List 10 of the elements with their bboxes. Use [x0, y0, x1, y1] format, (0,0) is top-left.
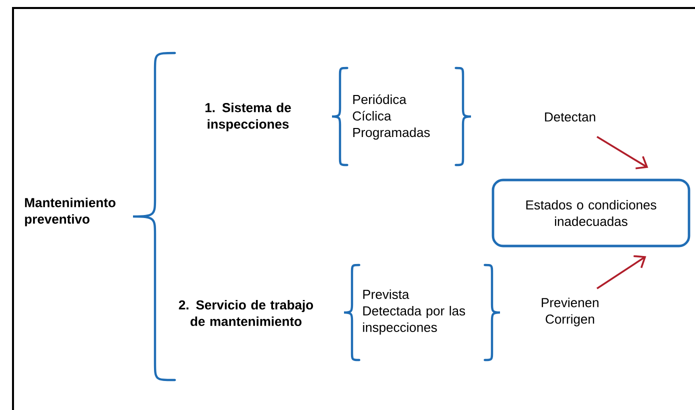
label-text: Previenen Corrigen	[542, 298, 598, 326]
label-text: 1. Sistema de inspecciones	[205, 102, 291, 132]
arrow	[596, 136, 648, 170]
label-text: 2. Servicio de trabajo de mantenimiento	[178, 300, 314, 326]
label-text: Detectan	[545, 112, 596, 122]
label-text: Mantenimiento preventivo	[25, 198, 116, 226]
bracketed-list: Periódica Cíclica Programadas	[330, 66, 472, 166]
rounded-box: Estados o condiciones inadecuadas	[492, 178, 690, 248]
arrow	[596, 255, 646, 290]
bracketed-list: Prevista Detectada por las inspecciones	[342, 264, 502, 362]
